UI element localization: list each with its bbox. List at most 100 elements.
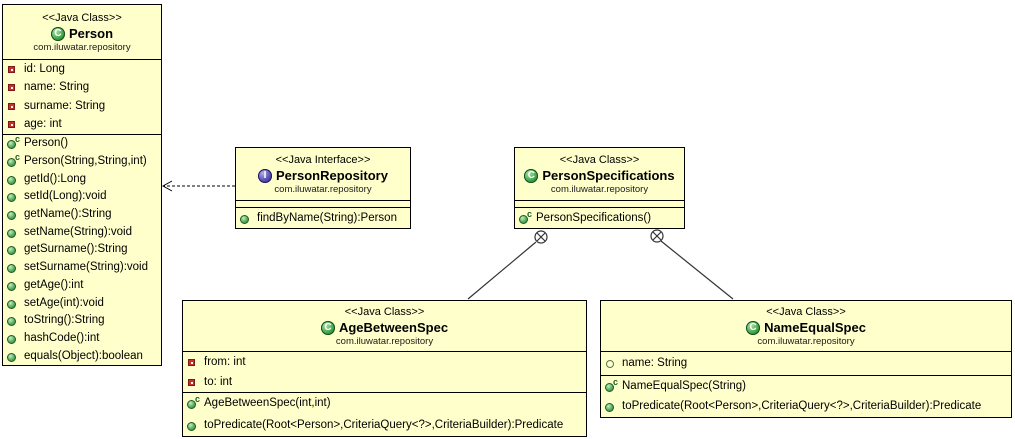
method-public-icon [7, 173, 20, 186]
member-text: setSurname(String):void [24, 261, 148, 274]
member-text: getName():String [24, 208, 112, 221]
method-public-icon [240, 212, 253, 225]
member-text: to: int [204, 375, 233, 388]
member-row: setId(Long):void [3, 190, 161, 203]
member-text: equals(Object):boolean [24, 349, 143, 362]
member-row: surname: String [3, 100, 161, 113]
member-row: equals(Object):boolean [3, 350, 161, 363]
method-public-icon [7, 297, 20, 310]
method-public-icon [7, 208, 20, 221]
method-public-icon [7, 314, 20, 327]
member-text: hashCode():int [24, 331, 100, 344]
member-row: to: int [183, 376, 586, 389]
dependency-arrow-personrepository-to-person[interactable] [161, 180, 235, 192]
method-public-icon [7, 332, 20, 345]
package-name: com.iluwatar.repository [550, 184, 649, 195]
member-row: NameEqualSpec(String) [601, 376, 1011, 393]
member-row: setSurname(String):void [3, 261, 161, 274]
member-row: getAge():int [3, 279, 161, 292]
method-public-icon [187, 419, 200, 432]
member-row: setAge(int):void [3, 297, 161, 310]
interface-icon: I [258, 168, 272, 183]
member-row: id: Long [3, 63, 161, 76]
member-row: toString():String [3, 314, 161, 327]
field-default-icon [605, 357, 618, 370]
member-text: name: String [622, 357, 688, 369]
member-text: setAge(int):void [24, 296, 104, 309]
member-text: toPredicate(Root<Person>,CriteriaQuery<?… [204, 418, 564, 431]
field-private-icon [7, 63, 20, 76]
class-icon: C [746, 320, 761, 335]
constructor-icon [519, 208, 532, 225]
member-text: id: Long [24, 62, 65, 75]
member-text: toString():String [24, 314, 105, 327]
member-text: Person() [24, 137, 69, 150]
methods-compartment: NameEqualSpec(String) toPredicate(Root<Pe… [601, 375, 1011, 417]
class-header: <<Java Class>> C Person com.iluwatar.rep… [3, 5, 161, 59]
member-row: age: int [3, 118, 161, 131]
member-row: getSurname():String [3, 243, 161, 256]
constructor-icon [7, 135, 20, 150]
class-header: <<Java Class>> C NameEqualSpec com.iluwa… [601, 301, 1011, 351]
fields-compartment: name: String [601, 351, 1011, 375]
member-text: getSurname():String [24, 243, 128, 256]
constructor-icon [187, 393, 200, 410]
member-row: setName(String):void [3, 226, 161, 239]
member-row: name: String [3, 81, 161, 94]
member-row: name: String [601, 357, 1011, 370]
method-public-icon [7, 190, 20, 203]
fields-compartment: from: int to: int [183, 351, 586, 392]
class-icon: C [524, 168, 539, 183]
constructor-icon [7, 151, 20, 168]
member-row: Person(String,String,int) [3, 151, 161, 168]
class-name: AgeBetweenSpec [338, 320, 449, 335]
stereotype-label: <<Java Class>> [42, 12, 122, 24]
fields-compartment: id: Long name: String surname: String age: … [3, 59, 161, 134]
fields-compartment [515, 200, 684, 207]
class-header: <<Java Interface>> I PersonRepository co… [236, 148, 410, 200]
nest-link-personspecifications-agebetweenspec[interactable] [467, 230, 548, 300]
method-public-icon [7, 350, 20, 363]
nest-link-personspecifications-nameequalspec[interactable] [650, 229, 734, 300]
field-private-icon [7, 118, 20, 131]
method-public-icon [7, 226, 20, 239]
class-box-person-specifications[interactable]: <<Java Class>> C PersonSpecifications co… [514, 147, 685, 229]
class-box-name-equal-spec[interactable]: <<Java Class>> C NameEqualSpec com.iluwa… [600, 300, 1012, 418]
member-row: hashCode():int [3, 332, 161, 345]
field-private-icon [187, 356, 200, 369]
method-public-icon [7, 261, 20, 274]
constructor-icon [605, 376, 618, 393]
class-box-person[interactable]: <<Java Class>> C Person com.iluwatar.rep… [2, 4, 162, 366]
class-box-age-between-spec[interactable]: <<Java Class>> C AgeBetweenSpec com.iluw… [182, 300, 587, 437]
member-text: setName(String):void [24, 225, 133, 238]
member-text: toPredicate(Root<Person>,CriteriaQuery<?… [622, 400, 982, 413]
fields-compartment [236, 200, 410, 207]
method-public-icon [7, 279, 20, 292]
member-text: getId():Long [24, 172, 87, 185]
package-name: com.iluwatar.repository [274, 184, 372, 195]
package-name: com.iluwatar.repository [33, 42, 131, 53]
stereotype-label: <<Java Class>> [766, 306, 846, 318]
member-row: Person() [3, 135, 161, 150]
member-text: setId(Long):void [24, 190, 107, 203]
field-private-icon [7, 81, 20, 94]
class-name: PersonSpecifications [542, 168, 675, 183]
class-icon: C [50, 26, 65, 41]
member-row: findByName(String):Person [236, 212, 410, 225]
member-row: from: int [183, 356, 586, 369]
stereotype-label: <<Java Class>> [344, 306, 425, 318]
field-private-icon [187, 376, 200, 389]
member-row: toPredicate(Root<Person>,CriteriaQuery<?… [601, 400, 1011, 413]
class-header: <<Java Class>> C PersonSpecifications co… [515, 148, 684, 200]
methods-compartment: AgeBetweenSpec(int,int)toPredicate(Root<… [183, 392, 586, 436]
interface-box-person-repository[interactable]: <<Java Interface>> I PersonRepository co… [235, 147, 411, 229]
member-text: from: int [204, 355, 246, 368]
stereotype-label: <<Java Interface>> [275, 154, 371, 166]
class-name: PersonRepository [276, 168, 388, 183]
method-public-icon [7, 243, 20, 256]
member-text: Person(String,String,int) [24, 155, 147, 168]
member-row: PersonSpecifications() [515, 208, 684, 225]
method-public-icon [605, 400, 618, 413]
class-header: <<Java Class>> C AgeBetweenSpec com.iluw… [183, 301, 586, 351]
stereotype-label: <<Java Class>> [559, 154, 640, 166]
